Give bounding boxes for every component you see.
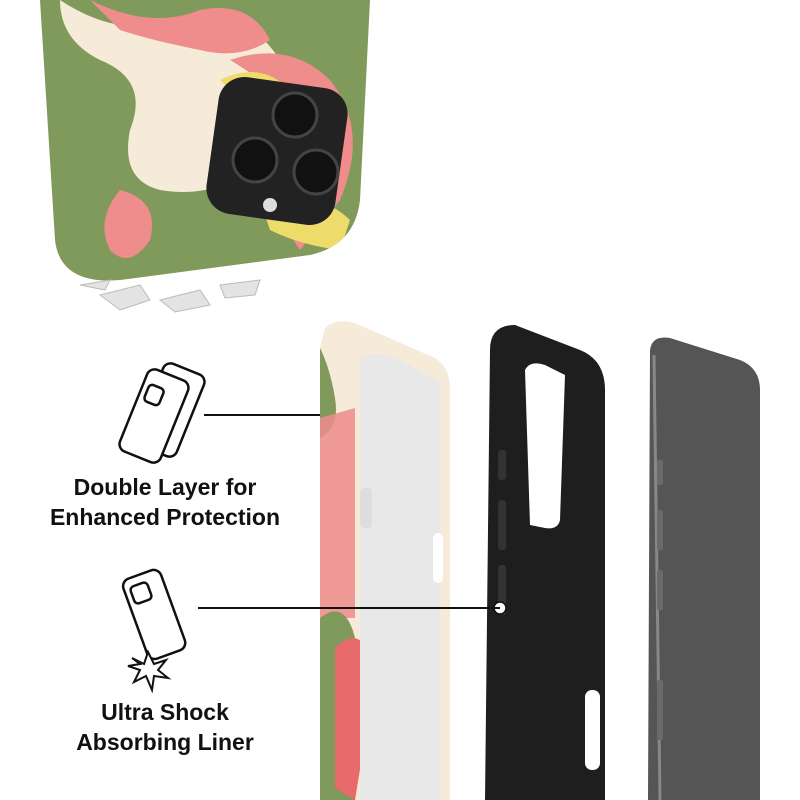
feature-double-layer-label: Double Layer for Enhanced Protection [49, 474, 281, 530]
double-layer-case-icon [118, 362, 206, 464]
callout-line-double-layer [204, 414, 320, 416]
shock-impact-case-icon [121, 568, 187, 693]
case-camera-closeup [40, 0, 370, 313]
outer-shell-layer [320, 321, 450, 800]
callout-line-shock-liner [198, 607, 500, 609]
phone-device [648, 337, 760, 800]
feature-shock-liner-label: Ultra Shock Absorbing Liner [76, 699, 254, 755]
shock-liner-layer [485, 325, 605, 800]
